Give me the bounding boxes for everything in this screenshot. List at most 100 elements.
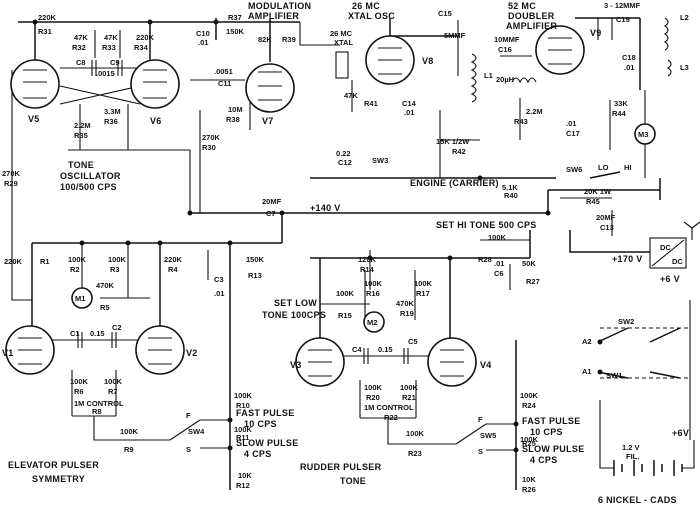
r26-id: R26 <box>522 485 536 494</box>
c12-id: C12 <box>338 158 352 167</box>
r17-value: 100K <box>414 279 433 288</box>
c15-id: C15 <box>438 9 452 18</box>
r43-value: 2.2M <box>526 107 543 116</box>
crystal-26mc <box>335 51 349 79</box>
r39-id: R39 <box>282 35 296 44</box>
sw5-lead <box>455 423 516 451</box>
r38-value: 10M <box>228 105 243 114</box>
c13-value: 20MF <box>596 213 616 222</box>
r31-id: R31 <box>38 27 52 36</box>
r45-id: R45 <box>586 197 600 206</box>
r17-id: R17 <box>416 289 430 298</box>
xtal-label-1: 26 MC <box>330 29 353 38</box>
r26-value: 10K <box>522 475 536 484</box>
r33-value: 47K <box>104 33 118 42</box>
r6-id: R6 <box>74 387 84 396</box>
v4-electrodes <box>440 349 464 377</box>
sw5-s: S <box>478 447 483 456</box>
antenna <box>683 221 700 240</box>
c7-id: C7 <box>266 209 276 218</box>
r23-value: 100K <box>406 429 425 438</box>
dcdc-diagonal <box>651 239 685 267</box>
set-hi-tone-label: SET HI TONE 500 CPS <box>436 220 537 230</box>
sw4-s: S <box>186 445 191 454</box>
r37-value: 150K <box>226 27 245 36</box>
r42-id: R42 <box>452 147 466 156</box>
r23-id: R23 <box>408 449 422 458</box>
l20-label: 20µH <box>496 75 514 84</box>
sw-a2: A2 <box>582 337 592 346</box>
c2-id: C2 <box>112 323 122 332</box>
tube-v7 <box>245 63 295 113</box>
tone-osc-title-1: TONE <box>68 160 94 170</box>
fast-pulse-left: FAST PULSE <box>236 408 295 418</box>
r38-id: R38 <box>226 115 240 124</box>
r9-lead <box>93 416 170 441</box>
r24-value: 100K <box>520 391 539 400</box>
m2-label: M2 <box>367 318 377 327</box>
xtal-lead <box>299 22 340 46</box>
l1-coil <box>470 53 477 103</box>
c12-value: 0.22 <box>336 149 351 158</box>
l1-label: L1 <box>484 71 493 80</box>
r41-value: 47K <box>344 91 358 100</box>
sw2-contacts <box>597 327 681 343</box>
r29-value: 270K <box>2 169 21 178</box>
battery-cells <box>613 460 683 476</box>
v8-label: V8 <box>422 56 434 66</box>
r42-value: 15K 1/2W <box>436 137 470 146</box>
tone-osc-title-3: 100/500 CPS <box>60 182 117 192</box>
b-plus-bus-lower <box>32 212 283 244</box>
supply-lead <box>548 178 661 200</box>
sw5-f: F <box>478 415 483 424</box>
c17-id: C17 <box>566 129 580 138</box>
fil-volt-label: 1.2 V <box>622 443 640 452</box>
c18-id: C18 <box>622 53 636 62</box>
plus170-label: +170 V <box>612 254 643 264</box>
r8-value: 1M CONTROL <box>74 399 124 408</box>
r5-value: 470K <box>96 281 115 290</box>
v9-plate-lead <box>575 17 641 90</box>
tone-label: TONE <box>340 476 366 486</box>
meter-m1 <box>71 287 93 309</box>
m3-label: M3 <box>638 130 648 139</box>
r28-r27-lead <box>480 239 530 290</box>
battery-leads <box>599 400 695 469</box>
r14-value: 120K <box>358 255 377 264</box>
c1-c2-value: 0.15 <box>90 329 105 338</box>
c15-value: 5MMF <box>444 31 466 40</box>
c4-c5-link <box>340 348 430 364</box>
r2-id: R2 <box>70 265 80 274</box>
r21-value: 100K <box>400 383 419 392</box>
v9-electrodes <box>548 37 572 65</box>
r40-id: R40 <box>504 191 518 200</box>
sw6-contact <box>589 171 621 179</box>
r41-id: R41 <box>364 99 378 108</box>
sw4-label: SW4 <box>188 427 205 436</box>
l3-coil <box>667 59 672 77</box>
engine-carrier-label: ENGINE (CARRIER) <box>410 178 499 188</box>
xtal-label-2: XTAL <box>334 38 353 47</box>
rudder-pulser-label: RUDDER PULSER <box>300 462 382 472</box>
r4-value: 220K <box>164 255 183 264</box>
r37-id: R37 <box>228 13 242 22</box>
r15-id: R15 <box>338 311 352 320</box>
set-low-label-2: TONE 100CPS <box>262 310 326 320</box>
r19-value: 470K <box>396 299 415 308</box>
v1-electrodes <box>18 337 42 365</box>
r22-id: R22 <box>384 413 398 422</box>
r45-value: 20K 1W <box>584 187 612 196</box>
r2-value: 100K <box>68 255 87 264</box>
c18-value: .01 <box>624 63 634 72</box>
v3-label: V3 <box>290 360 302 370</box>
r9-id: R9 <box>124 445 134 454</box>
slow-pulse-right: SLOW PULSE <box>522 444 585 454</box>
fast-pulse-right: FAST PULSE <box>522 416 581 426</box>
r14-id: R14 <box>360 265 375 274</box>
r6-value: 100K <box>70 377 89 386</box>
r21-id: R21 <box>402 393 416 402</box>
c13-id: C13 <box>600 223 614 232</box>
sw4-lead <box>169 419 230 449</box>
sw-a1: A1 <box>582 367 592 376</box>
c5-id: C5 <box>408 337 418 346</box>
